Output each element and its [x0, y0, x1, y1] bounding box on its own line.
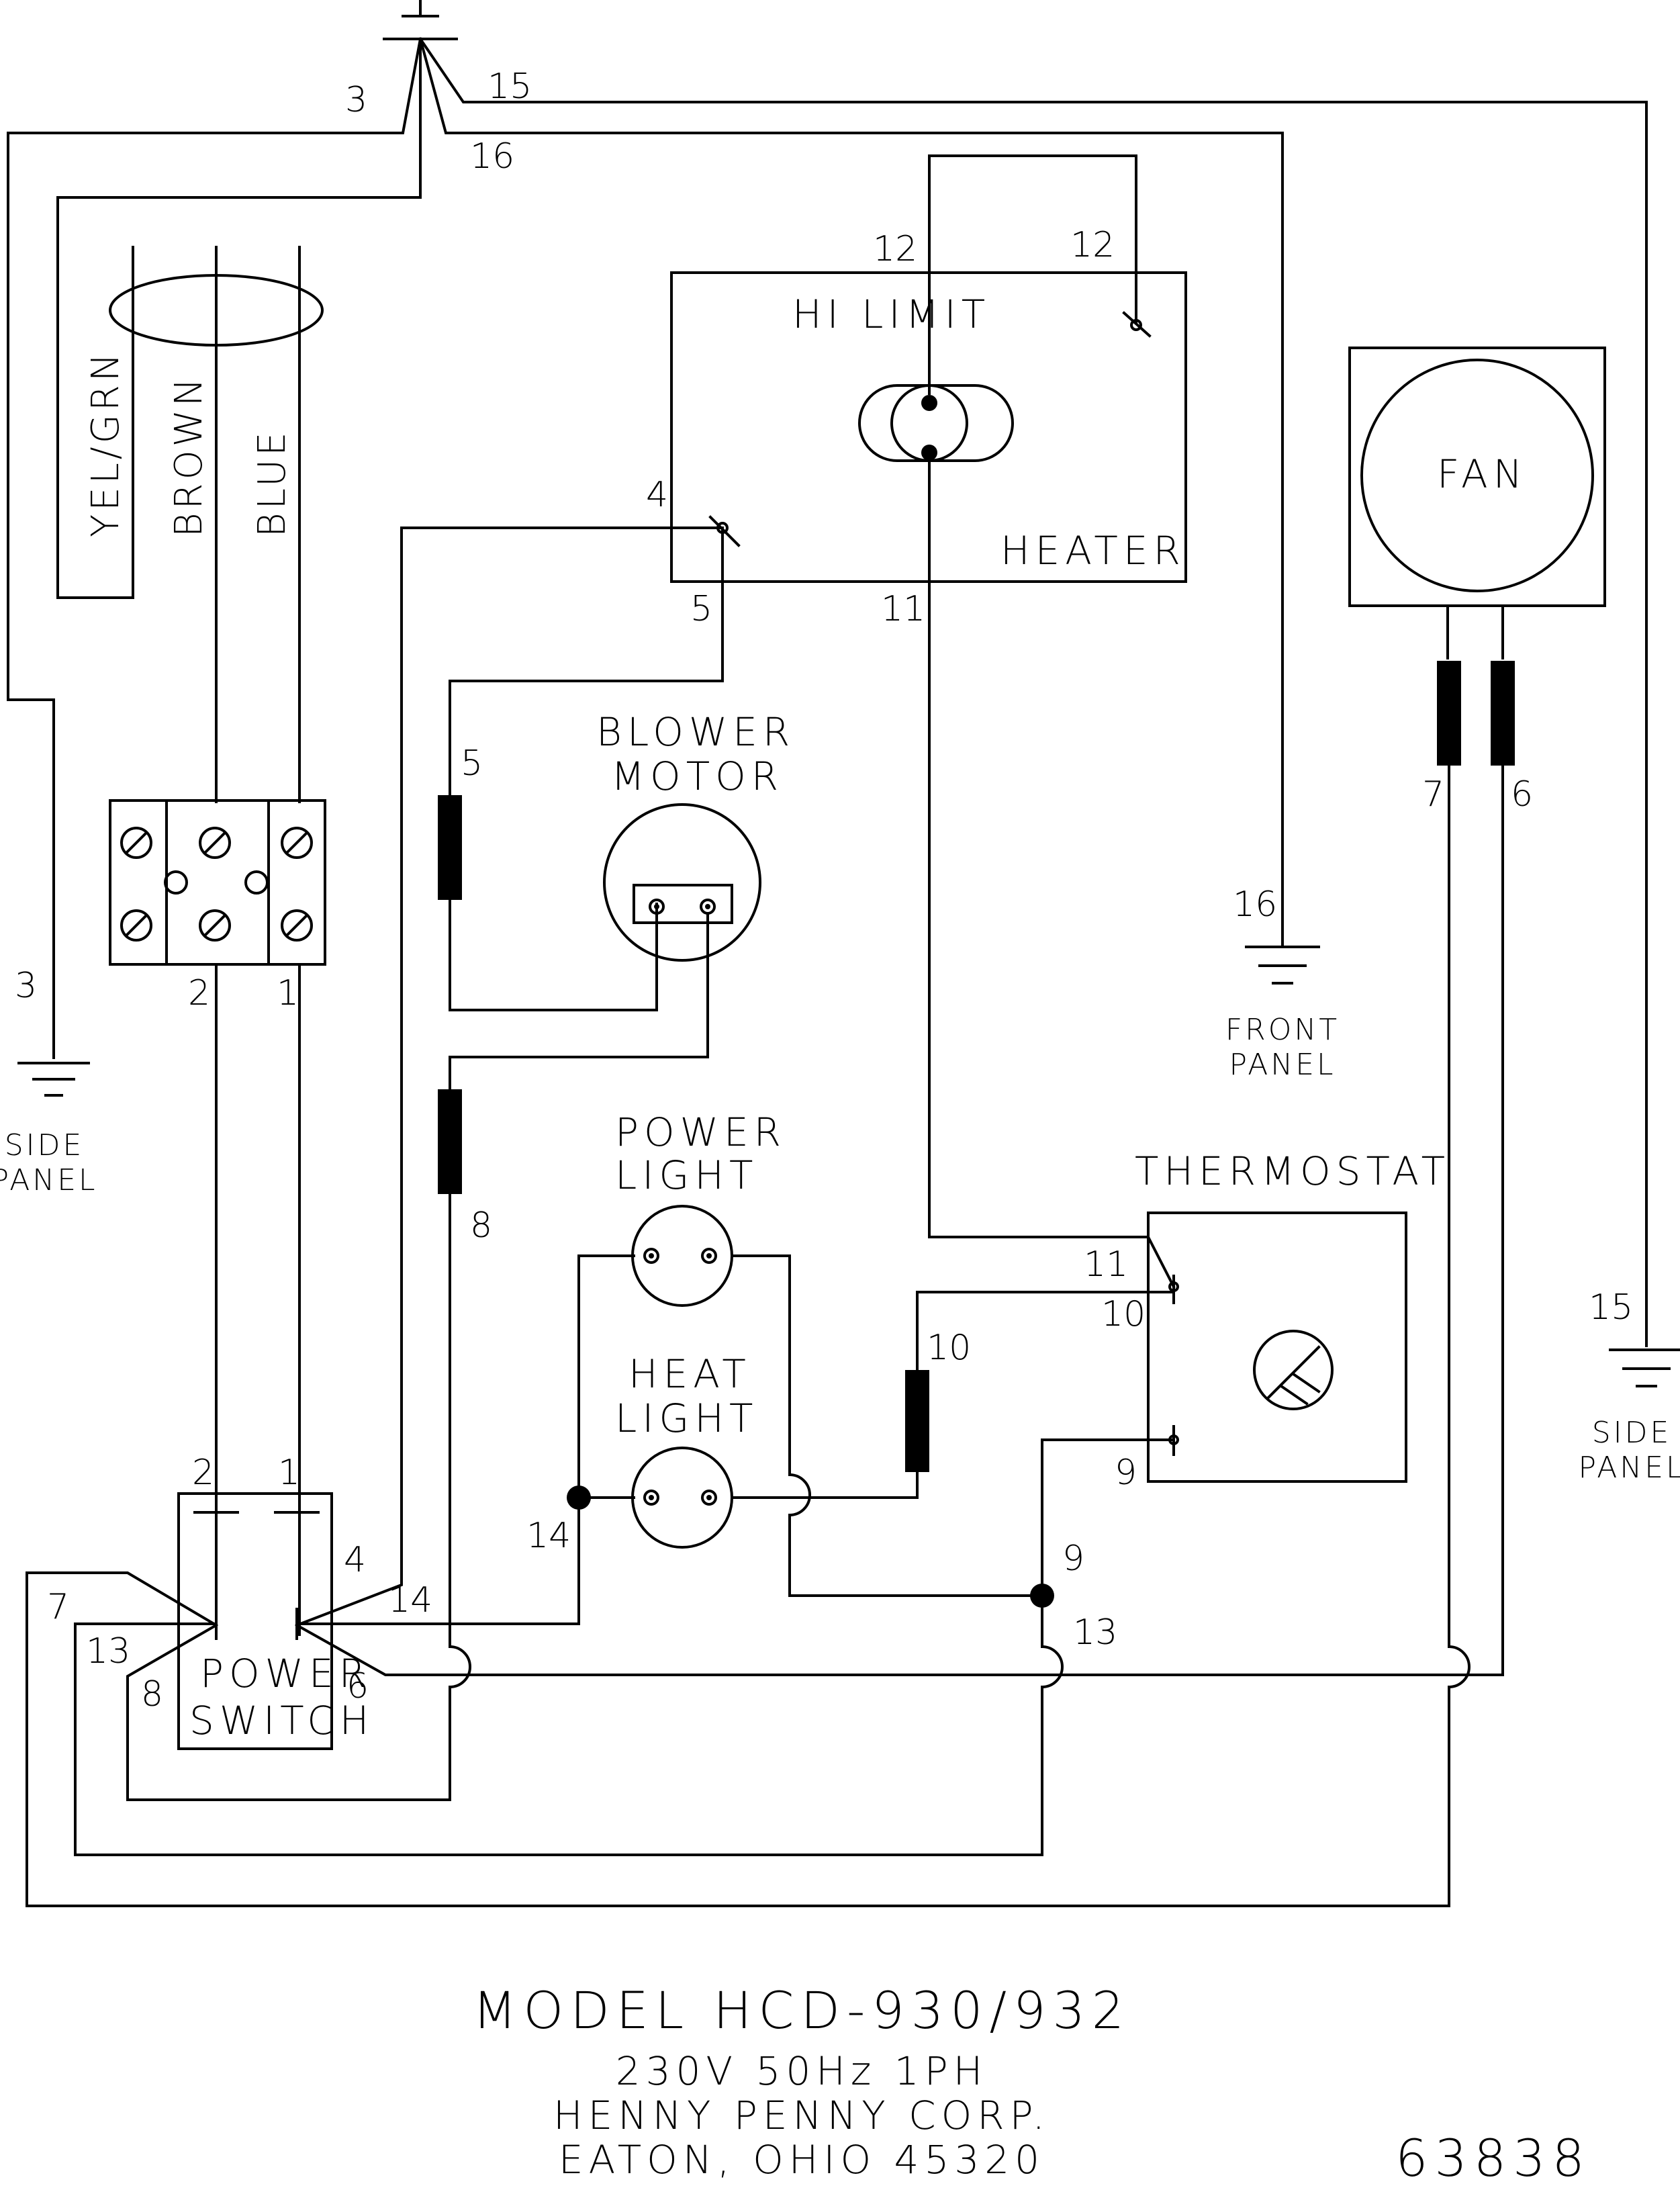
wire-12-left-label: 12 [873, 229, 917, 269]
terminal-block [109, 799, 326, 966]
heater-label: HEATER [1000, 528, 1186, 574]
wire-4 [295, 527, 724, 1627]
wire-12-right-label: 12 [1070, 225, 1115, 265]
left-side-panel-label: SIDE [5, 1128, 85, 1162]
connector-7 [1437, 661, 1461, 766]
wire-4-heater-label: 4 [646, 475, 668, 515]
power-light-label-2: LIGHT [615, 1152, 758, 1198]
blue-label: BLUE [250, 429, 294, 537]
blower-motor-label-1: BLOWER [596, 709, 795, 755]
heat-light-label-2: LIGHT [615, 1396, 758, 1441]
wire-10-conn-label: 10 [927, 1328, 971, 1368]
blower-motor-label-2: MOTOR [611, 753, 784, 799]
hi-limit-label: HI LIMIT [792, 291, 990, 337]
connector-6 [1491, 661, 1515, 766]
wire-11-heater-label: 11 [881, 589, 925, 629]
front-panel-ground [1245, 929, 1320, 985]
tb-label-1: 1 [277, 973, 299, 1013]
wire-14-junction-label: 14 [526, 1516, 571, 1556]
junction-14 [567, 1485, 591, 1510]
thermostat-label: THERMOSTAT [1135, 1148, 1450, 1194]
sw-label-8: 8 [141, 1674, 163, 1715]
wire-8-conn-label: 8 [470, 1205, 492, 1246]
power-light [631, 1205, 733, 1307]
wire-11 [928, 461, 1176, 1289]
wire-11-thermo-label: 11 [1084, 1244, 1128, 1285]
wire-16 [418, 37, 1284, 932]
wire-6-fan-label: 6 [1511, 774, 1533, 815]
fan [1348, 347, 1606, 659]
wire-3-top-label: 3 [345, 80, 367, 120]
wire-16-ground-label: 16 [1233, 884, 1277, 925]
brown-label: BROWN [167, 375, 211, 537]
power-rating: 230V 50Hz 1PH [616, 2048, 988, 2094]
company-name: HENNY PENNY CORP. [553, 2093, 1050, 2138]
connector-8 [438, 1089, 462, 1194]
wire-12 [928, 154, 1137, 395]
sw-label-13: 13 [86, 1631, 130, 1672]
wire-3-ground-label: 3 [15, 966, 37, 1006]
sw-label-7: 7 [47, 1587, 69, 1627]
sw-label-1: 1 [278, 1453, 300, 1493]
sw-label-14: 14 [388, 1580, 432, 1620]
wire-16-top-label: 16 [470, 136, 514, 177]
wire-5-heater-label: 5 [690, 589, 712, 629]
thermostat [1147, 1212, 1407, 1483]
fan-label: FAN [1437, 451, 1528, 497]
heat-light-label-1: HEAT [628, 1351, 751, 1397]
sw-label-6: 6 [346, 1666, 369, 1706]
wire-6 [295, 764, 1504, 1676]
power-cord [109, 246, 324, 803]
left-side-panel-ground [17, 1062, 90, 1097]
company-address: EATON, OHIO 45320 [559, 2137, 1045, 2183]
wire-9-junction-label: 9 [1062, 1539, 1084, 1579]
connector-5 [438, 795, 462, 900]
wire-9-thermo-label: 9 [1115, 1453, 1137, 1493]
right-side-panel-label-1: SIDE [1592, 1416, 1672, 1450]
wire-15 [418, 37, 1648, 1347]
wire-15-top-label: 15 [487, 66, 532, 107]
power-switch-label-2: SWITCH [189, 1698, 374, 1743]
front-panel-label-1: FRONT [1225, 1013, 1340, 1047]
top-ground-symbol [383, 0, 458, 40]
left-side-panel-label-2: PANEL [0, 1163, 98, 1197]
yel-grn-label: YEL/GRN [84, 350, 128, 537]
wire-15-ground-label: 15 [1589, 1287, 1633, 1328]
wire-9 [1041, 1438, 1175, 1597]
sw-label-2: 2 [192, 1453, 214, 1493]
wire-13-a [731, 1254, 791, 1476]
wire-3 [7, 37, 422, 1059]
model-title: MODEL HCD-930/932 [473, 1980, 1131, 2040]
connector-10 [905, 1370, 929, 1472]
power-switch [177, 1492, 333, 1750]
front-panel-label-2: PANEL [1229, 1048, 1336, 1082]
power-light-label-1: POWER [615, 1109, 786, 1155]
drawing-number: 63838 [1395, 2128, 1591, 2188]
wire-13-junction-label: 13 [1073, 1612, 1117, 1653]
wire-5-conn-label: 5 [461, 743, 483, 784]
tb-label-2: 2 [188, 973, 210, 1013]
blower-motor [603, 803, 761, 962]
wire-10-thermo-label: 10 [1101, 1294, 1146, 1334]
heat-light [631, 1447, 733, 1549]
wire-8 [449, 912, 709, 1648]
right-side-panel-label-2: PANEL [1578, 1451, 1680, 1485]
wire-7-fan-label: 7 [1422, 774, 1444, 815]
sw-label-4: 4 [344, 1540, 366, 1580]
wire-14 [295, 1254, 635, 1625]
power-switch-label-1: POWER [200, 1651, 371, 1696]
right-side-panel-ground [1609, 1349, 1680, 1387]
